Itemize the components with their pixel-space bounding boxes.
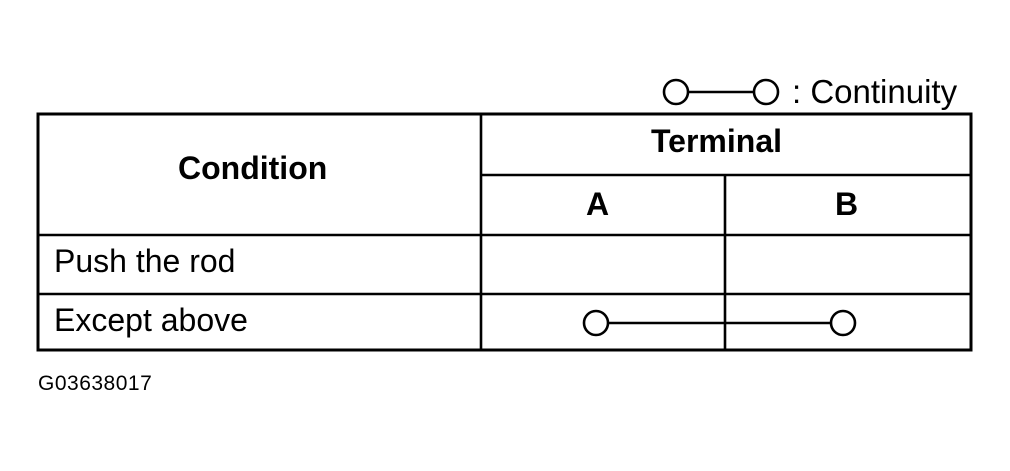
row-condition-push-rod: Push the rod	[54, 243, 236, 279]
continuity-marks	[582, 309, 857, 337]
condition-header: Condition	[178, 150, 328, 186]
terminal-b-dot	[829, 309, 857, 337]
row-condition-except-above: Except above	[54, 302, 248, 338]
continuity-symbol-icon	[662, 78, 780, 106]
terminal-header: Terminal	[651, 123, 782, 159]
legend-label: : Continuity	[792, 73, 958, 110]
table-border	[36, 112, 973, 352]
continuity-legend: : Continuity	[660, 72, 957, 112]
continuity-mark-row-1	[582, 309, 857, 337]
terminal-a-dot	[582, 309, 610, 337]
terminal-b-header: B	[835, 186, 859, 222]
terminal-a-header: A	[586, 186, 610, 222]
figure-id: G03638017	[38, 372, 153, 395]
